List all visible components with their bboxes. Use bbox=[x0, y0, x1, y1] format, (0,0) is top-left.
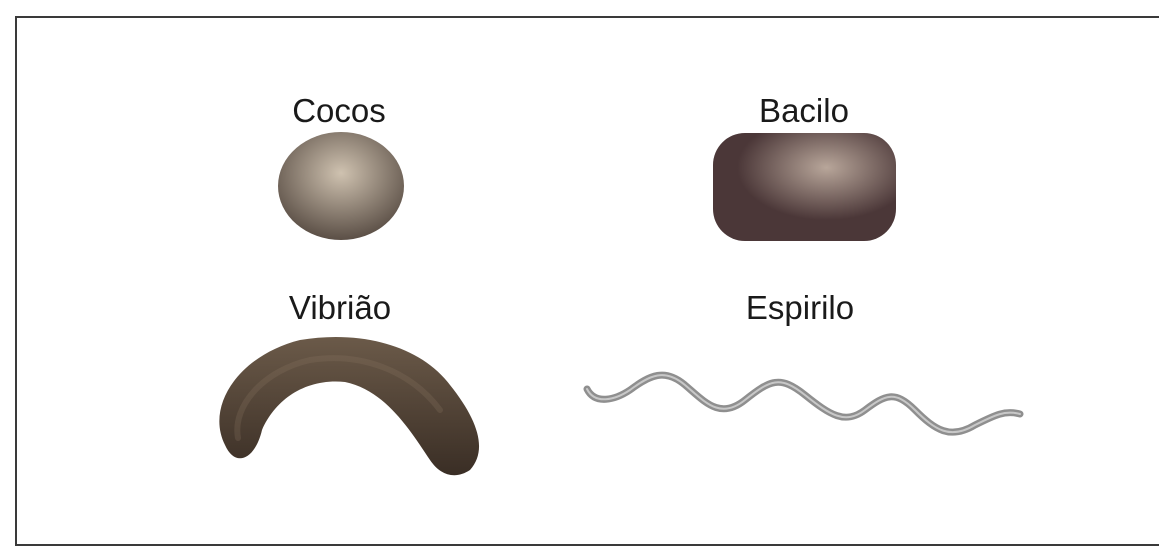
bacteria-shapes bbox=[0, 0, 1159, 528]
espirilo-highlight bbox=[587, 375, 1020, 432]
espirilo-shape bbox=[587, 375, 1020, 432]
bacilo-shape bbox=[713, 133, 896, 241]
cocos-shape bbox=[278, 132, 404, 240]
